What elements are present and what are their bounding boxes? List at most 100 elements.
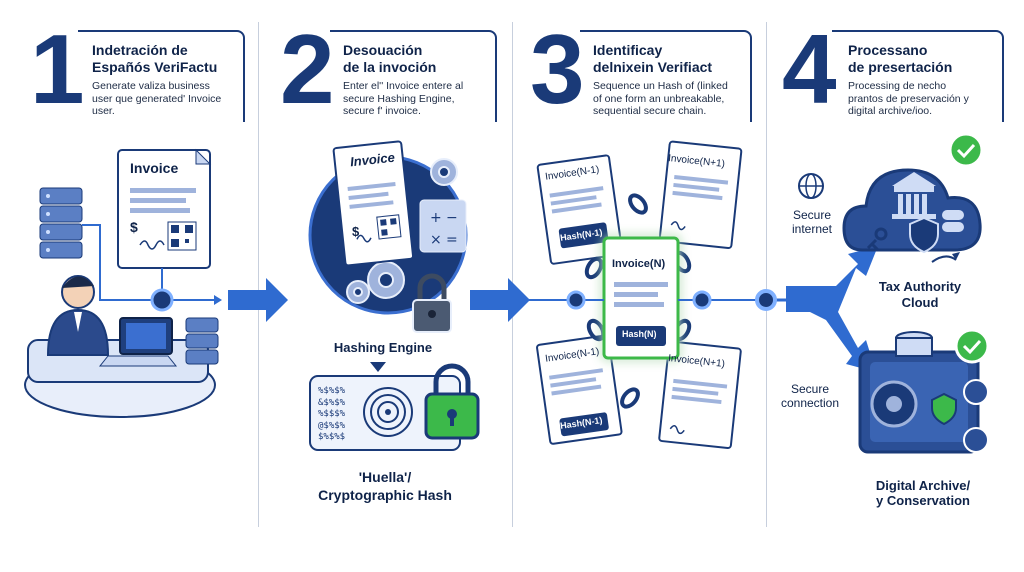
label-hash-n: Hash(N) xyxy=(622,329,657,339)
step-1-title-line2: Españós VeriFactu xyxy=(92,59,218,75)
step-4-title-line2: de presertación xyxy=(848,59,953,75)
step-4-number: 4 xyxy=(782,14,836,124)
arrow-to-cloud-icon xyxy=(786,246,878,312)
step-1-title-line1: Indetración de xyxy=(92,42,188,58)
hash-label: 'Huella'/ Cryptographic Hash xyxy=(300,468,470,504)
step-3-title: Identificay delnixein Verifiact xyxy=(593,42,712,76)
step-1-number: 1 xyxy=(30,14,84,124)
step-1-desc-line1: Generate valiza business xyxy=(92,80,210,92)
invoice-n-plus-1-bottom xyxy=(658,340,742,449)
secure-internet-label: Secure internet xyxy=(782,208,842,236)
digital-archive-vault-icon xyxy=(858,331,989,454)
step-3-title-line1: Identificay xyxy=(593,42,663,58)
step-2-header-frame xyxy=(330,30,497,122)
invoice-n-minus-1-top xyxy=(536,154,624,265)
step-3-number: 3 xyxy=(530,14,584,124)
hash-label-line1: 'Huella'/ xyxy=(358,469,412,485)
tax-authority-label: Tax Authority Cloud xyxy=(860,279,980,311)
step-1-title: Indetración de Españós VeriFactu xyxy=(92,42,217,76)
step-2-description: Enter el'' Invoice entere al secure Hash… xyxy=(343,80,463,118)
panel-1-currency: $ xyxy=(130,219,138,235)
node-icon xyxy=(150,288,174,312)
step-2-desc-line2: secure Hashing Engine, xyxy=(343,92,455,105)
secure-connection-line2: connection xyxy=(780,396,840,410)
laptop-icon xyxy=(98,317,178,367)
separator-2 xyxy=(512,22,513,527)
separator-1 xyxy=(258,22,259,527)
step-4-desc-line1: Processing de necho xyxy=(848,80,947,92)
step-1-description: Generate valiza business user que genera… xyxy=(92,80,221,118)
step-2-number: 2 xyxy=(280,14,334,124)
step-4-desc-line3: digital archive/ioo. xyxy=(848,105,933,117)
step-2-desc-line3: secure f' invoice. xyxy=(343,105,421,117)
flow-arrow-1 xyxy=(228,278,288,322)
panel-2-illustration: + − × = xyxy=(308,140,480,451)
padlock-icon xyxy=(412,273,452,333)
invoice-n-minus-1-bottom xyxy=(536,334,623,445)
step-4-desc-line2: prantos de preservación y xyxy=(848,92,969,105)
svg-text:×: × xyxy=(430,232,442,248)
step-4-header-frame xyxy=(832,30,1004,122)
step-4-description: Processing de necho prantos de preservac… xyxy=(848,80,969,118)
digital-archive-label: Digital Archive/ y Conservation xyxy=(858,478,988,508)
hash-symbol-line: @$%$% xyxy=(318,420,346,431)
calculator-icon: + − × = xyxy=(419,199,467,253)
svg-text:+: + xyxy=(430,210,442,226)
invoice-document-icon xyxy=(117,148,212,269)
invoice-n-plus-1-top xyxy=(658,140,743,250)
step-3-header-frame xyxy=(580,30,752,122)
step-4-title-line1: Processano xyxy=(848,42,928,58)
node-icon xyxy=(566,290,586,310)
hash-symbol-line: %$$$% xyxy=(318,409,346,419)
secure-internet-line2: internet xyxy=(791,222,833,236)
green-padlock-icon xyxy=(424,363,480,440)
hash-symbol-line: $%$%$ xyxy=(318,432,346,442)
hash-symbol-line: &$%$% xyxy=(318,397,346,408)
step-3-title-line2: delnixein Verifiact xyxy=(593,59,713,75)
step-1-header-frame xyxy=(78,30,245,122)
globe-icon xyxy=(798,173,824,199)
person-at-laptop-icon xyxy=(46,275,110,356)
flow-arrow-2 xyxy=(470,278,530,322)
secure-internet-line1: Secure xyxy=(792,208,832,222)
secure-connection-label: Secure connection xyxy=(772,382,848,410)
invoice-document-icon xyxy=(332,140,415,267)
svg-text:=: = xyxy=(446,232,458,248)
digital-archive-line1: Digital Archive/ xyxy=(875,478,971,493)
hash-symbol-lines: %$%$% &$%$% %$$$% @$%$% $%$%$ xyxy=(318,386,345,444)
node-icon xyxy=(692,290,712,310)
svg-text:−: − xyxy=(446,210,458,226)
tax-authority-cloud-icon xyxy=(842,168,982,254)
node-icon xyxy=(755,289,777,311)
step-2-desc-line1: Enter el'' Invoice entere al xyxy=(343,80,464,92)
server-icon xyxy=(185,317,219,365)
panel-4-illustration xyxy=(755,132,990,454)
step-2-title-line1: Desouación xyxy=(343,42,423,58)
step-2-title-line2: de la invoción xyxy=(343,59,437,75)
step-1-desc-line3: user. xyxy=(92,105,115,117)
check-icon xyxy=(954,328,990,364)
step-3-desc-line2: of one form an unbreakable, xyxy=(593,92,725,105)
separator-3 xyxy=(766,22,767,527)
panel-1-illustration xyxy=(24,148,222,418)
hashing-engine-label: Hashing Engine xyxy=(333,340,433,355)
tax-authority-line1: Tax Authority xyxy=(878,279,962,294)
step-4-title: Processano de presertación xyxy=(848,42,952,76)
gear-icon xyxy=(346,158,458,304)
hash-label-line2: Cryptographic Hash xyxy=(318,487,452,503)
step-3-desc-line3: sequential secure chain. xyxy=(593,105,707,117)
hash-symbol-line: %$%$% xyxy=(318,386,346,396)
step-1-desc-line2: user que generated' Invoice xyxy=(92,92,222,105)
panel-2-currency: $ xyxy=(352,224,360,239)
label-invoice-n: Invoice(N) xyxy=(612,258,666,270)
step-3-desc-line1: Sequence un Hash of (linked xyxy=(593,80,728,92)
server-stack-icon xyxy=(39,187,83,259)
check-icon xyxy=(948,132,984,168)
panel-1-invoice-title: Invoice xyxy=(130,160,179,176)
panel-3-illustration xyxy=(512,140,766,449)
tax-authority-line2: Cloud xyxy=(901,295,939,310)
digital-archive-line2: y Conservation xyxy=(876,493,970,508)
secure-connection-line1: Secure xyxy=(790,382,830,396)
step-2-title: Desouación de la invoción xyxy=(343,42,436,76)
